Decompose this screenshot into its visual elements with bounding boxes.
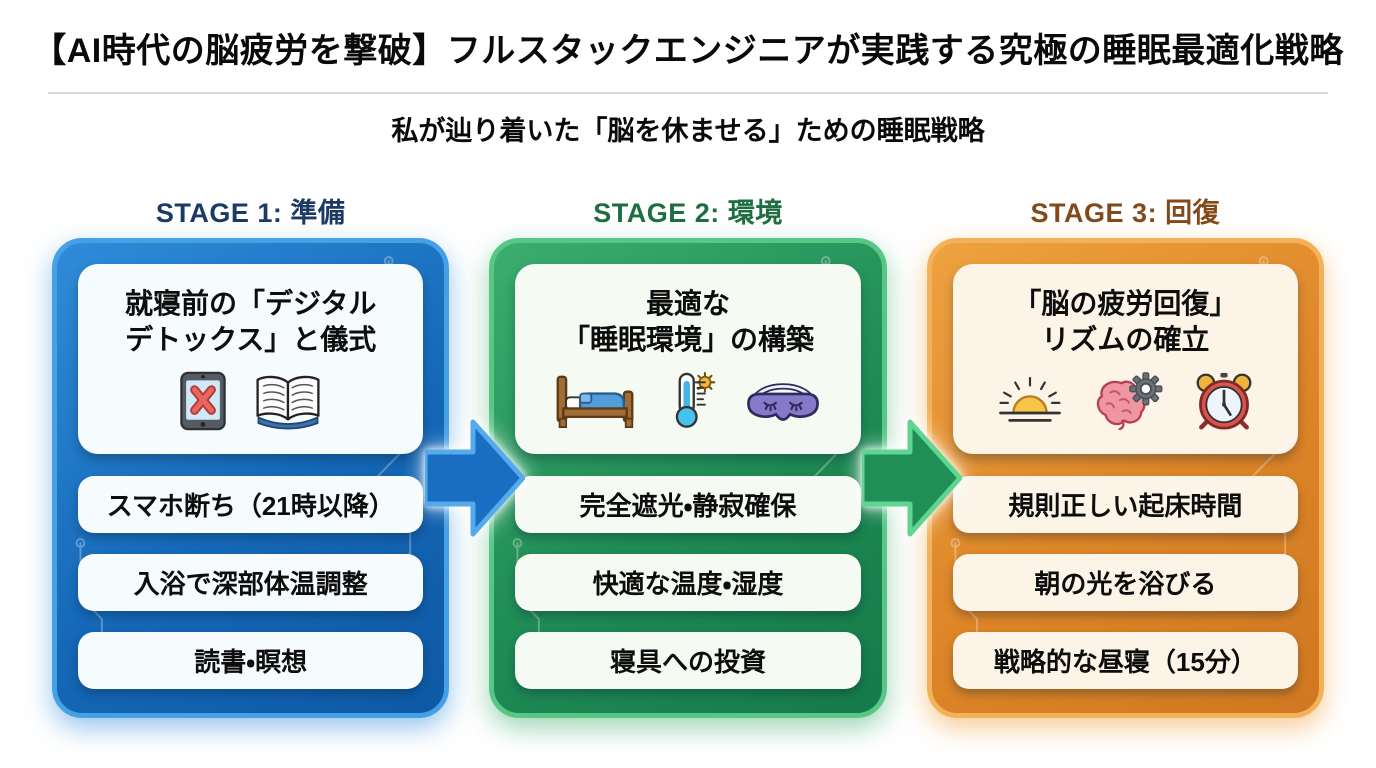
stage-2-panel: 最適な 「睡眠環境」の構築 [489,238,887,718]
stage-3-icon-row [995,370,1255,432]
stage-2-item: 快適な温度・湿度 [515,554,861,611]
stage-1-label: STAGE 1: 準備 [155,198,346,228]
page-subtitle: 私が辿り着いた「脳を休ませる」ための睡眠戦略 [391,116,985,146]
stage-3-card-title: 「脳の疲労回復」 リズムの確立 [1013,287,1238,355]
stage-1-card-title: 就寝前の「デジタル デトックス」と儀式 [124,287,377,355]
title-divider [48,92,1328,94]
stage-1-top-card: 就寝前の「デジタル デトックス」と儀式 [78,264,424,454]
arrow-stage1-to-stage2-icon [425,419,525,537]
stage-1-item: 読書・瞑想 [78,632,424,689]
stage-1-column: STAGE 1: 準備 就寝前の「デジタル デトックス」と儀式 [52,196,450,718]
stage-2-icon-row [554,370,822,432]
stage-1-icon-row [179,370,323,432]
stage-2-card-title: 最適な 「睡眠環境」の構築 [561,287,814,355]
thermometer-sun-icon [675,372,716,429]
brain-gear-icon [1097,372,1163,431]
stage-1-item: スマホ断ち（21時以降） [78,476,424,533]
stages-row: STAGE 1: 準備 就寝前の「デジタル デトックス」と儀式 [0,196,1376,718]
stage-3-panel: 「脳の疲労回復」 リズムの確立 [926,238,1324,718]
open-book-icon [256,376,320,430]
bed-icon [556,375,634,429]
sunrise-icon [999,377,1062,423]
sleep-mask-icon [747,383,819,422]
stage-3-label: STAGE 3: 回復 [1030,198,1221,228]
stage-1-item: 入浴で深部体温調整 [78,554,424,611]
stage-3-column: STAGE 3: 回復 「脳の疲労回復」 リズムの確立 [926,196,1324,718]
stage-2-item: 完全遮光・静寂確保 [515,476,861,533]
stage-3-item: 規則正しい起床時間 [952,476,1298,533]
alarm-clock-icon [1196,373,1252,430]
stage-2-item: 寝具への投資 [515,632,861,689]
tablet-no-icon [179,372,226,431]
stage-1-panel: 就寝前の「デジタル デトックス」と儀式 [52,238,450,718]
stage-3-top-card: 「脳の疲労回復」 リズムの確立 [952,264,1298,454]
stage-2-label: STAGE 2: 環境 [593,198,783,228]
stage-3-item: 朝の光を浴びる [952,554,1298,611]
stage-2-column: STAGE 2: 環境 最適な 「睡眠環境」の構築 [489,196,887,718]
stage-3-item: 戦略的な昼寝（15分） [952,632,1298,689]
stage-2-top-card: 最適な 「睡眠環境」の構築 [515,264,861,454]
page-title: 【AI時代の脳疲労を撃破】フルスタックエンジニアが実践する究極の睡眠最適化戦略 [32,32,1344,70]
arrow-stage2-to-stage3-icon [862,419,962,537]
